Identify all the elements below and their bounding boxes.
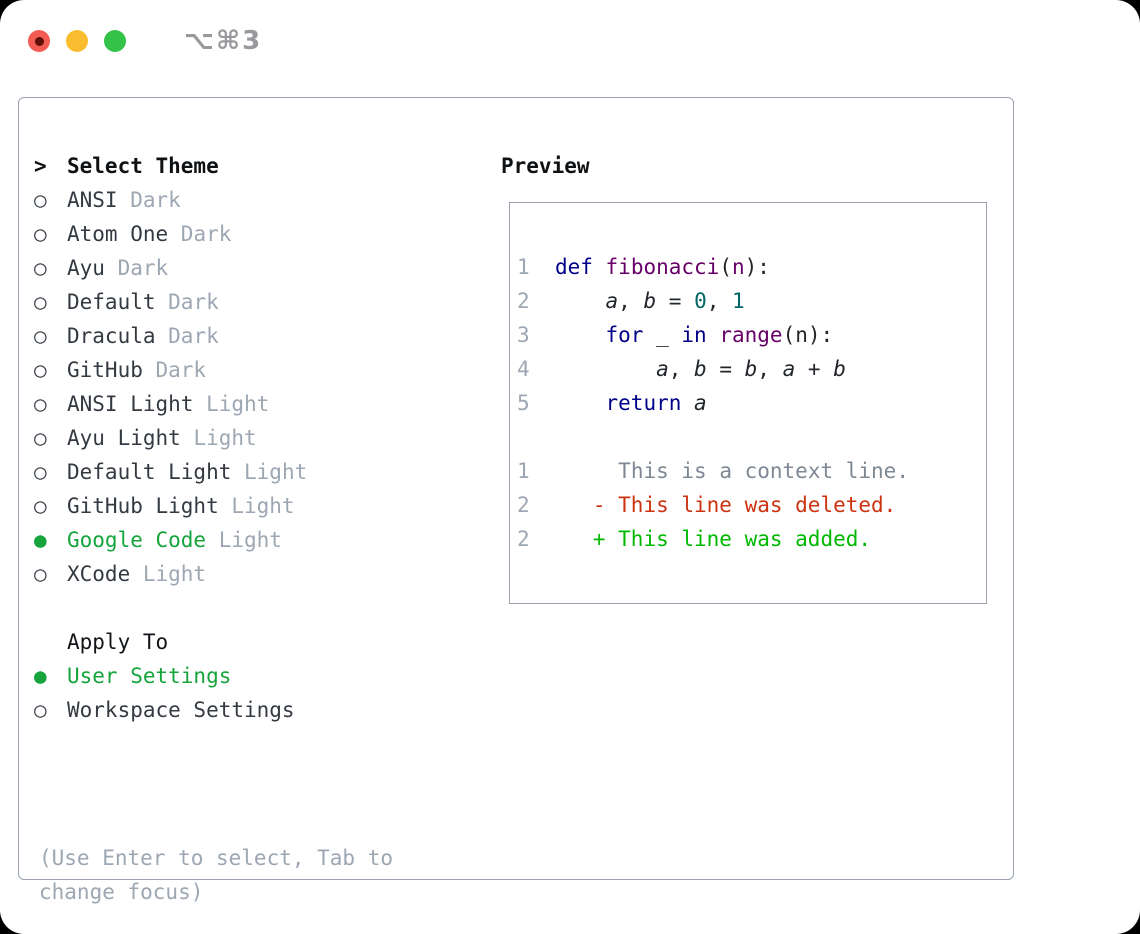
- radio-unselected-icon: ○: [34, 494, 47, 518]
- theme-name: GitHub: [67, 358, 143, 382]
- code-line: 3 for _ in range(n):: [517, 323, 834, 347]
- apply-to-options: ● User Settings ○ Workspace Settings: [28, 659, 295, 727]
- radio-unselected-icon: ○: [34, 188, 47, 212]
- theme-option-github[interactable]: ○ GitHub Dark: [28, 353, 307, 387]
- theme-option-atom-one[interactable]: ○ Atom One Dark: [28, 217, 307, 251]
- apply-option-label: Workspace Settings: [67, 698, 295, 722]
- radio-unselected-icon: ○: [34, 426, 47, 450]
- theme-name: XCode: [67, 562, 131, 586]
- theme-option-ansi-light[interactable]: ○ ANSI Light Light: [28, 387, 307, 421]
- theme-variant: Dark: [117, 188, 181, 212]
- theme-name: Default: [67, 290, 156, 314]
- theme-variant: Light: [218, 494, 295, 518]
- theme-list-header: > Select Theme: [28, 149, 307, 183]
- theme-name: ANSI: [67, 188, 118, 212]
- preview-title: Preview: [501, 154, 590, 178]
- theme-name: Default Light: [67, 460, 232, 484]
- radio-unselected-icon: ○: [34, 324, 47, 348]
- code-line: 4 a, b = b, a + b: [517, 357, 846, 381]
- theme-option-dracula[interactable]: ○ Dracula Dark: [28, 319, 307, 353]
- radio-unselected-icon: ○: [34, 358, 47, 382]
- theme-variant: Dark: [155, 324, 219, 348]
- code-line: [517, 420, 986, 454]
- close-button[interactable]: [28, 30, 50, 52]
- theme-variant: Dark: [142, 358, 207, 382]
- radio-selected-icon: ●: [34, 528, 47, 552]
- close-dot-icon: [34, 36, 44, 46]
- theme-option-google-code[interactable]: ● Google Code Light: [28, 523, 307, 557]
- theme-name: Ayu Light: [67, 426, 181, 450]
- theme-option-ayu-light[interactable]: ○ Ayu Light Light: [28, 421, 307, 455]
- theme-variant: Light: [231, 460, 308, 484]
- theme-option-xcode[interactable]: ○ XCode Light: [28, 557, 307, 591]
- radio-selected-icon: ●: [34, 664, 47, 688]
- theme-name: Atom One: [67, 222, 169, 246]
- minimize-button[interactable]: [66, 30, 88, 52]
- theme-option-ayu[interactable]: ○ Ayu Dark: [28, 251, 307, 285]
- theme-option-github-light[interactable]: ○ GitHub Light Light: [28, 489, 307, 523]
- theme-picker-panel: >Select Theme ○ANSI Dark○Atom One Dark○A…: [18, 97, 1014, 904]
- code-preview: 1 def fibonacci(n): 2 a, b = 0, 1 3 for _ …: [510, 203, 986, 556]
- maximize-button[interactable]: [104, 30, 126, 52]
- apply-option-user-settings[interactable]: ● User Settings: [28, 659, 295, 693]
- code-line: 2 - This line was deleted.: [517, 493, 897, 517]
- apply-option-label: User Settings: [67, 664, 232, 688]
- theme-variant: Dark: [155, 290, 219, 314]
- theme-name: GitHub Light: [67, 494, 219, 518]
- apply-to-header: Apply To: [28, 625, 295, 659]
- radio-unselected-icon: ○: [34, 698, 47, 722]
- theme-name: Ayu: [67, 256, 105, 280]
- theme-variant: Light: [180, 426, 257, 450]
- theme-variant: Light: [130, 562, 207, 586]
- help-text: (Use Enter to select, Tab to change focu…: [39, 846, 394, 904]
- cursor-icon: >: [34, 154, 47, 178]
- code-line: 1 def fibonacci(n):: [517, 255, 770, 279]
- radio-unselected-icon: ○: [34, 460, 47, 484]
- radio-unselected-icon: ○: [34, 290, 47, 314]
- titlebar: ⌥⌘3: [28, 26, 262, 56]
- theme-options: ○ ANSI Dark ○ Atom One Dark ○ Ayu Dark ○ Defaul…: [28, 183, 307, 591]
- radio-unselected-icon: ○: [34, 222, 47, 246]
- code-line: 5 return a: [517, 391, 707, 415]
- radio-unselected-icon: ○: [34, 392, 47, 416]
- theme-option-default[interactable]: ○ Default Dark: [28, 285, 307, 319]
- code-line: 2 a, b = 0, 1: [517, 289, 745, 313]
- radio-unselected-icon: ○: [34, 562, 47, 586]
- code-line: 1 This is a context line.: [517, 459, 909, 483]
- apply-to-section: Apply To ● User Settings ○ Workspace Settin…: [28, 625, 295, 727]
- theme-variant: Dark: [168, 222, 232, 246]
- theme-name: ANSI Light: [67, 392, 194, 416]
- theme-variant: Light: [193, 392, 270, 416]
- theme-option-ansi[interactable]: ○ ANSI Dark: [28, 183, 307, 217]
- theme-option-default-light[interactable]: ○ Default Light Light: [28, 455, 307, 489]
- theme-variant: Light: [206, 528, 282, 552]
- theme-list: > Select Theme ○ ANSI Dark ○ Atom One Dark ○ A…: [28, 149, 307, 591]
- theme-name: Dracula: [67, 324, 156, 348]
- radio-unselected-icon: ○: [34, 256, 47, 280]
- apply-to-title: Apply To: [67, 630, 169, 654]
- preview-box: 1 def fibonacci(n): 2 a, b = 0, 1 3 for _ …: [509, 202, 987, 604]
- window-title-shortcut: ⌥⌘3: [184, 26, 263, 56]
- theme-name: Google Code: [67, 528, 207, 552]
- theme-variant: Dark: [104, 256, 169, 280]
- theme-list-title: Select Theme: [67, 154, 219, 178]
- apply-option-workspace-settings[interactable]: ○ Workspace Settings: [28, 693, 295, 727]
- code-line: 2 + This line was added.: [517, 527, 872, 551]
